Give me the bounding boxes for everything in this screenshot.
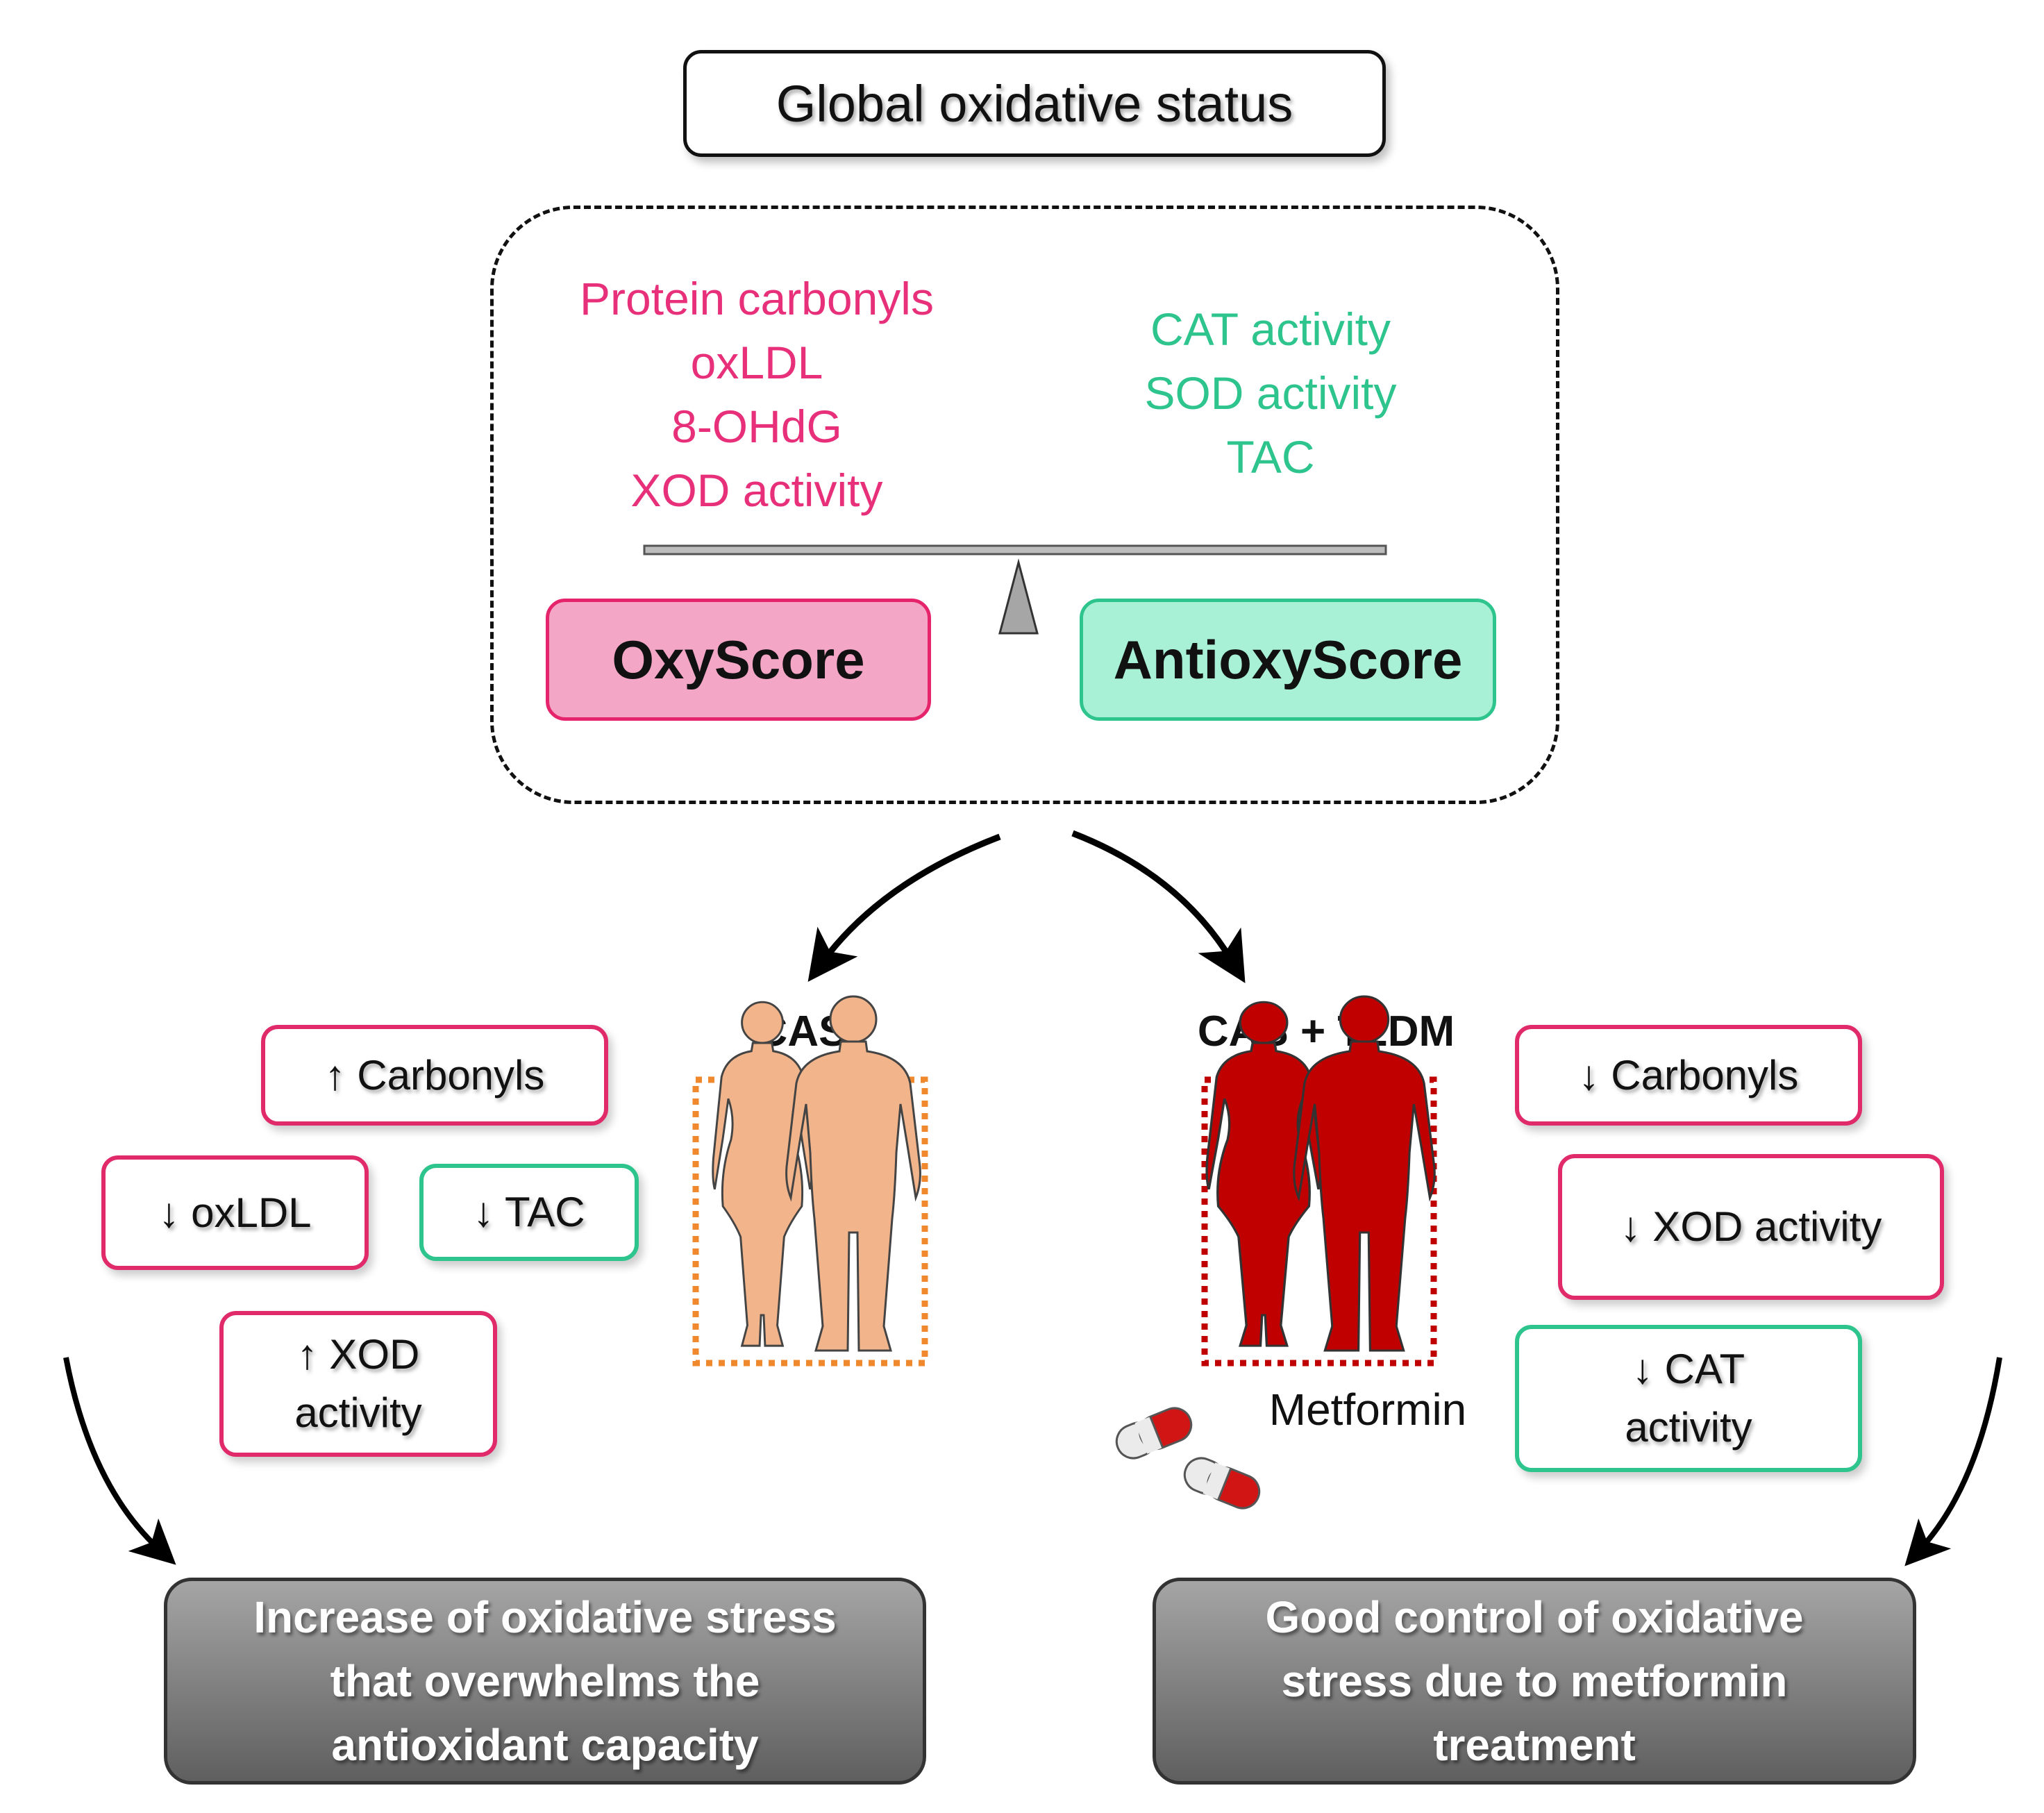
oxidant-marker-list: Protein carbonyls oxLDL 8-OHdG XOD activ… (542, 267, 972, 522)
oxidant-marker: 8-OHdG (671, 401, 842, 452)
cas-outcome-box: Increase of oxidative stress that overwh… (164, 1578, 926, 1785)
cas-change-box: ↓ TAC (419, 1164, 639, 1261)
change-label: activity (1625, 1404, 1752, 1451)
outcome-line: treatment (1433, 1720, 1636, 1770)
outcome-line: Increase of oxidative stress (253, 1592, 837, 1642)
balance-panel (490, 206, 1559, 804)
antioxidant-marker: TAC (1226, 431, 1315, 483)
outcome-line: Good control of oxidative (1265, 1592, 1804, 1642)
antioxidant-marker: CAT activity (1150, 303, 1391, 355)
title-box: Global oxidative status (683, 50, 1386, 157)
antioxyscore-box: AntioxyScore (1080, 599, 1496, 721)
change-label: ↓ Carbonyls (1578, 1051, 1799, 1098)
outcome-line: antioxidant capacity (331, 1720, 759, 1770)
change-label: ↓ XOD activity (1620, 1203, 1882, 1250)
cas-t2dm-change-box: ↓ XOD activity (1558, 1154, 1944, 1300)
cas-change-box: ↑ Carbonyls (261, 1025, 608, 1126)
cas-female-figure (712, 1001, 813, 1347)
oxidant-marker: Protein carbonyls (580, 273, 934, 324)
change-label: ↑ Carbonyls (324, 1051, 545, 1098)
change-label: ↓ TAC (473, 1189, 585, 1235)
pill-icon (1115, 1407, 1193, 1460)
metformin-label: Metformin (1268, 1385, 1467, 1435)
outcome-line: stress due to metformin (1281, 1656, 1788, 1706)
cas-t2dm-change-box: ↓ CAT activity (1515, 1325, 1862, 1472)
oxidant-marker: oxLDL (690, 337, 823, 388)
balance-beam (643, 544, 1387, 555)
balance-fulcrum (998, 558, 1039, 635)
cas-change-box: ↓ oxLDL (101, 1155, 369, 1270)
arrow-to-cas-outcome (63, 1357, 176, 1565)
oxidant-marker: XOD activity (630, 465, 883, 516)
cas-t2dm-group-label: CAS + T2DM (1197, 1007, 1455, 1055)
antioxyscore-label: AntioxyScore (1113, 628, 1463, 690)
arrow-to-cas-t2dm-outcome (1904, 1357, 2002, 1566)
antioxidant-marker-list: CAT activity SOD activity TAC (1062, 297, 1479, 489)
oxyscore-box: OxyScore (546, 599, 931, 721)
arrow-to-cas (807, 833, 1001, 982)
arrow-to-cas-t2dm (1071, 830, 1246, 983)
diagram-title: Global oxidative status (776, 74, 1293, 133)
change-label: ↓ CAT (1632, 1346, 1745, 1392)
change-label: ↑ XOD (296, 1331, 420, 1378)
outcome-line: that overwhelms the (330, 1656, 760, 1706)
change-label: ↓ oxLDL (158, 1189, 312, 1236)
cas-t2dm-outcome-box: Good control of oxidative stress due to … (1153, 1578, 1916, 1785)
antioxidant-marker: SOD activity (1144, 367, 1397, 419)
cas-change-box: ↑ XOD activity (219, 1311, 497, 1457)
pill-icon (1183, 1457, 1261, 1510)
oxyscore-label: OxyScore (612, 628, 865, 690)
cas-t2dm-change-box: ↓ Carbonyls (1515, 1025, 1862, 1126)
change-label: activity (294, 1389, 422, 1436)
